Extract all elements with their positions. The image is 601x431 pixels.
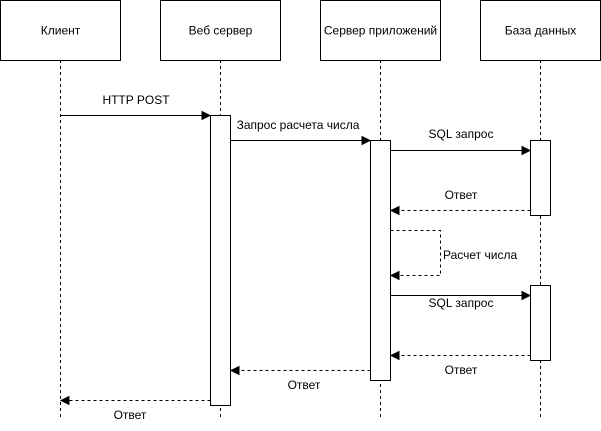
participant-box-client — [0, 0, 121, 61]
message-app-reply: Ответ — [229, 365, 371, 392]
message-label-sql-request-1: SQL запрос — [429, 127, 494, 141]
participant-label-client: Клиент — [41, 24, 81, 38]
message-label-calc-self: Расчет числа — [443, 248, 517, 262]
activations — [210, 115, 551, 406]
participant-web: Веб сервер — [160, 0, 281, 61]
message-db-reply-2: Ответ — [389, 350, 531, 377]
participant-label-app: Сервер приложений — [324, 24, 437, 38]
message-web-reply: Ответ — [59, 395, 211, 422]
participant-client: Клиент — [0, 0, 121, 61]
message-label-web-reply: Ответ — [114, 408, 147, 422]
message-sql-request-2: SQL запрос — [390, 290, 532, 310]
arrowhead-left — [389, 350, 400, 361]
arrowhead-left — [389, 205, 400, 216]
message-label-db-reply-1: Ответ — [445, 188, 478, 202]
participant-app: Сервер приложений — [320, 0, 441, 61]
activation-db-1 — [530, 140, 551, 216]
message-calc-request: Запрос расчета числа — [230, 118, 372, 146]
message-line — [390, 230, 441, 276]
arrowhead-left — [229, 365, 240, 376]
activation-db-2 — [530, 285, 551, 361]
participant-label-web: Веб сервер — [189, 24, 253, 38]
arrowhead-right — [201, 110, 212, 121]
message-sql-request-1: SQL запрос — [390, 127, 532, 156]
arrowhead-left — [389, 270, 400, 281]
arrowhead-left — [59, 395, 70, 406]
activation-web — [210, 115, 231, 406]
message-label-sql-request-2: SQL запрос — [429, 296, 494, 310]
message-label-http-post: HTTP POST — [102, 93, 170, 107]
participant-box-web — [160, 0, 281, 61]
participant-box-app — [320, 0, 441, 61]
message-label-db-reply-2: Ответ — [445, 363, 478, 377]
message-calc-self: Расчет числа — [389, 230, 517, 281]
arrowhead-right — [521, 145, 532, 156]
message-label-calc-request: Запрос расчета числа — [237, 118, 360, 132]
arrowhead-right — [521, 290, 532, 301]
participant-label-db: База данных — [505, 24, 576, 38]
arrowhead-right — [361, 135, 372, 146]
message-db-reply-1: Ответ — [389, 188, 531, 216]
participant-box-db — [480, 0, 601, 61]
message-http-post: HTTP POST — [60, 93, 212, 121]
message-label-app-reply: Ответ — [288, 378, 321, 392]
activation-app — [370, 140, 391, 381]
participant-db: База данных — [480, 0, 601, 61]
